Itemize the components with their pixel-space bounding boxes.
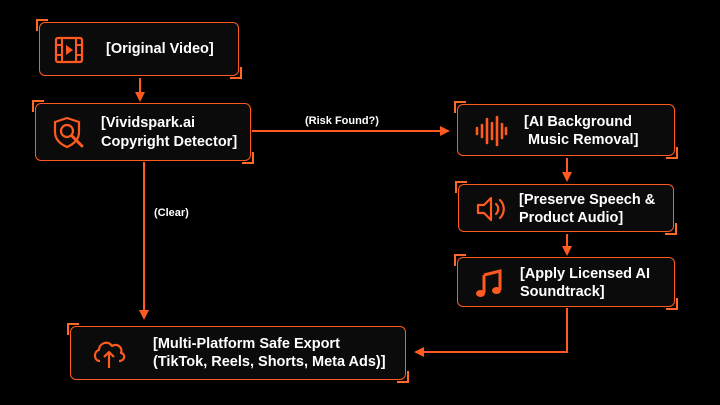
node-label-line1: [Preserve Speech &: [519, 192, 656, 208]
node-label-line1: [Vividspark.ai: [101, 115, 196, 131]
node-label-line2: Product Audio]: [519, 210, 624, 226]
node-bg-music-removal: [AI Background Music Removal]: [454, 101, 678, 159]
node-label-line2: (TikTok, Reels, Shorts, Meta Ads)]: [153, 354, 386, 370]
speaker-icon: [475, 194, 509, 229]
node-licensed-soundtrack: [Apply Licensed AI Soundtrack]: [454, 254, 678, 310]
film-icon: [54, 36, 84, 69]
node-label-line1: [Apply Licensed AI: [520, 266, 650, 282]
waveform-icon: [474, 115, 508, 152]
cloud-upload-icon: [91, 337, 127, 376]
node-safe-export: [Multi-Platform Safe Export (TikTok, Ree…: [67, 323, 409, 383]
node-label-line2: Music Removal]: [528, 132, 639, 148]
node-label-line2: Soundtrack]: [520, 284, 605, 300]
node-label-line2: Copyright Detector]: [101, 134, 238, 150]
search-shield-icon: [52, 116, 86, 155]
node-label-line1: [AI Background: [524, 114, 632, 130]
music-note-icon: [474, 269, 504, 304]
edge-label-risk-found: (Risk Found?): [305, 115, 379, 127]
edge-soundtrack-to-export: [414, 308, 568, 357]
edge-label-clear: (Clear): [154, 207, 189, 219]
node-original-video: [Original Video]: [36, 19, 242, 79]
node-preserve-speech: [Preserve Speech & Product Audio]: [455, 181, 677, 235]
node-label: [Original Video]: [106, 41, 214, 57]
node-copyright-detector: [Vividspark.ai Copyright Detector]: [32, 100, 254, 164]
node-label-line1: [Multi-Platform Safe Export: [153, 336, 340, 352]
